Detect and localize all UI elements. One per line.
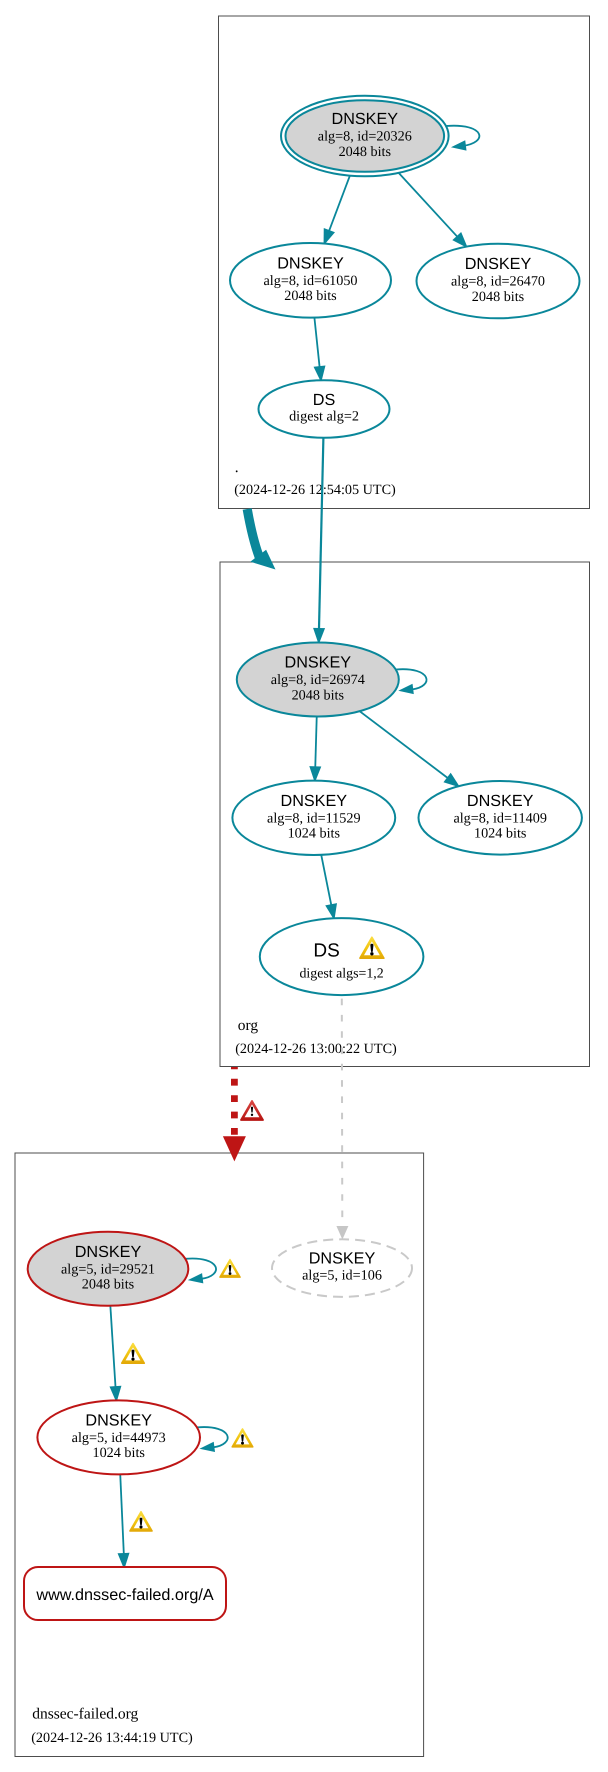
svg-text:dnssec-failed.org: dnssec-failed.org (32, 1706, 138, 1723)
svg-text:(2024-12-26 13:00:22 UTC): (2024-12-26 13:00:22 UTC) (235, 1041, 397, 1057)
svg-text:1024 bits: 1024 bits (92, 1445, 145, 1461)
svg-text:alg=8, id=26470: alg=8, id=26470 (451, 274, 545, 290)
svg-text:2048 bits: 2048 bits (472, 289, 525, 305)
svg-text:2048 bits: 2048 bits (284, 288, 337, 304)
svg-text:2048 bits: 2048 bits (339, 144, 392, 160)
svg-text:alg=8, id=11409: alg=8, id=11409 (453, 810, 547, 826)
svg-text:alg=5, id=106: alg=5, id=106 (302, 1268, 382, 1284)
svg-text:www.dnssec-failed.org/A: www.dnssec-failed.org/A (35, 1586, 213, 1604)
svg-text:1024 bits: 1024 bits (474, 826, 527, 842)
svg-text:alg=8, id=26974: alg=8, id=26974 (271, 672, 365, 688)
svg-text:alg=8, id=61050: alg=8, id=61050 (263, 273, 357, 289)
svg-text:DNSKEY: DNSKEY (285, 654, 352, 672)
svg-text:DNSKEY: DNSKEY (332, 110, 399, 128)
svg-text:(2024-12-26 13:44:19 UTC): (2024-12-26 13:44:19 UTC) (31, 1730, 193, 1746)
svg-text:DNSKEY: DNSKEY (309, 1249, 376, 1267)
svg-text:alg=8, id=20326: alg=8, id=20326 (318, 129, 412, 145)
svg-text:alg=8, id=11529: alg=8, id=11529 (267, 810, 361, 826)
svg-text:digest alg=2: digest alg=2 (289, 408, 359, 424)
svg-text:digest algs=1,2: digest algs=1,2 (299, 967, 383, 982)
svg-text:DNSKEY: DNSKEY (277, 255, 344, 273)
svg-text:alg=5, id=29521: alg=5, id=29521 (61, 1261, 155, 1277)
svg-text:DNSKEY: DNSKEY (281, 792, 348, 810)
svg-text:2048 bits: 2048 bits (292, 687, 345, 703)
svg-text:org: org (238, 1017, 259, 1034)
svg-text:2048 bits: 2048 bits (82, 1277, 135, 1293)
svg-text:DNSKEY: DNSKEY (465, 255, 532, 273)
svg-text:alg=5, id=44973: alg=5, id=44973 (72, 1430, 166, 1446)
svg-text:1024 bits: 1024 bits (288, 826, 341, 842)
svg-text:.: . (235, 459, 239, 476)
svg-text:DS: DS (313, 940, 339, 961)
svg-text:DNSKEY: DNSKEY (75, 1243, 142, 1261)
svg-text:DS: DS (313, 391, 336, 409)
svg-text:DNSKEY: DNSKEY (467, 792, 534, 810)
svg-text:(2024-12-26 12:54:05 UTC): (2024-12-26 12:54:05 UTC) (234, 482, 396, 498)
svg-text:DNSKEY: DNSKEY (85, 1412, 152, 1430)
